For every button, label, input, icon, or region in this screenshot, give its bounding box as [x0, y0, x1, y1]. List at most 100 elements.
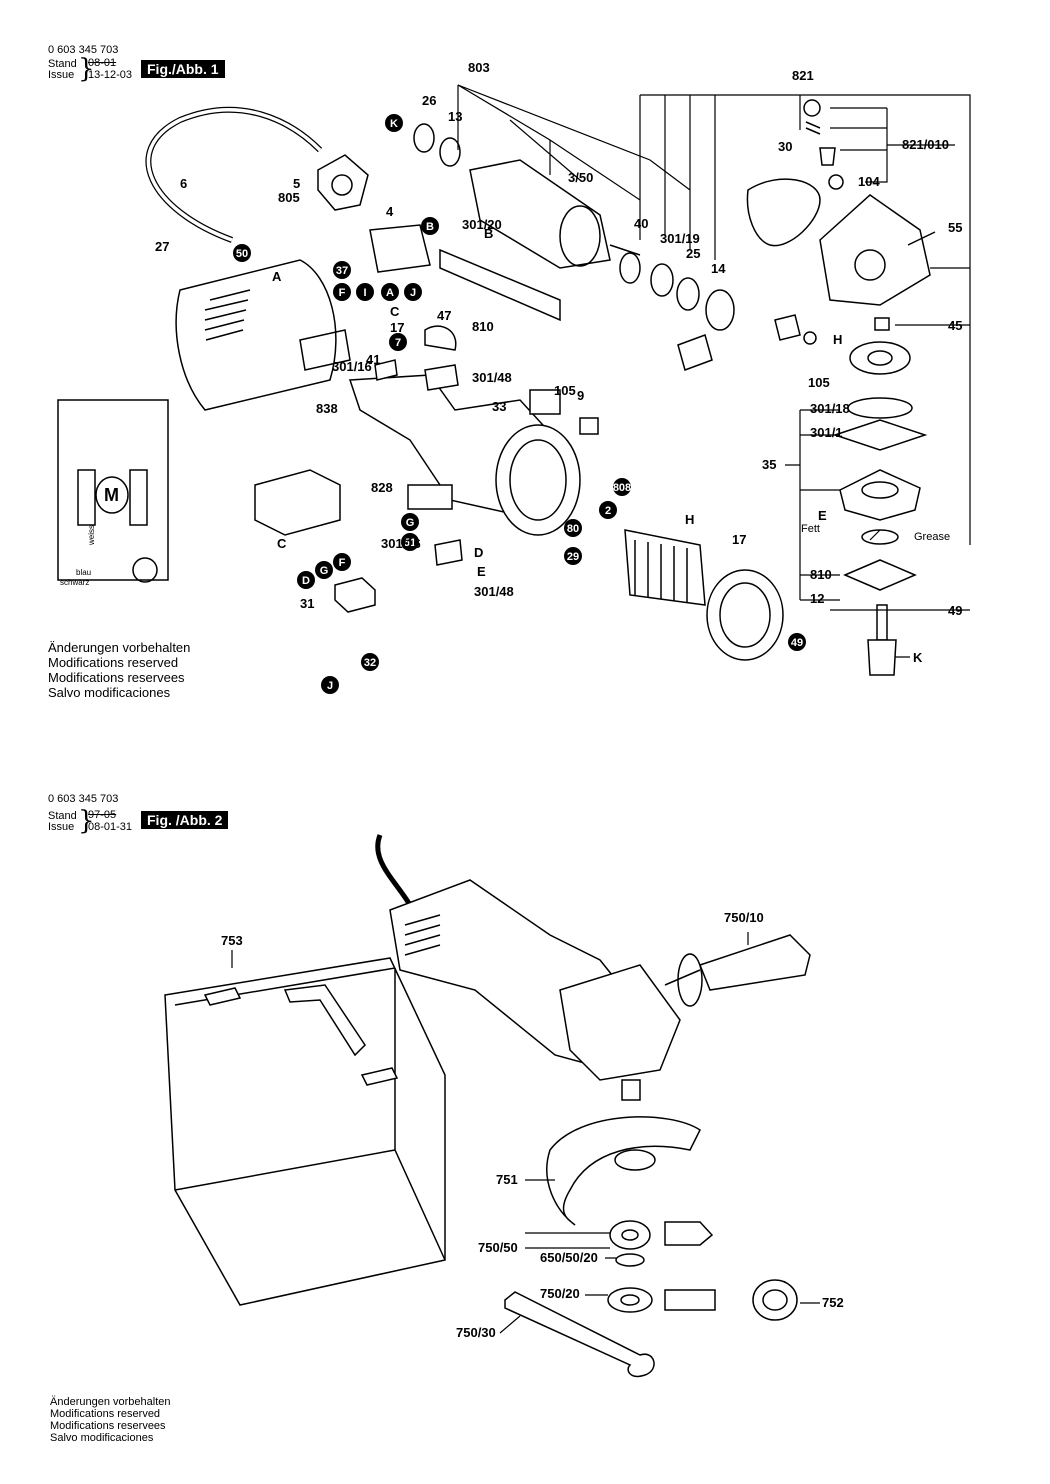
- washer-80: [861, 529, 899, 545]
- brace-fig2: }: [78, 806, 95, 836]
- plug-icon: [317, 154, 369, 211]
- stand-label-fig1: Stand: [48, 58, 77, 70]
- part-number-label: 301/16: [332, 359, 372, 374]
- connector-marker-label: B: [426, 221, 434, 233]
- bearing-14: [676, 277, 700, 311]
- connector-marker-label: 32: [364, 657, 376, 669]
- part-number-label: A: [272, 269, 282, 284]
- switch-part: [369, 224, 431, 273]
- connector-marker-label: 37: [336, 265, 348, 277]
- connector-marker-circle: [381, 283, 399, 301]
- label-808: [407, 484, 453, 510]
- wiring-schematic: [57, 399, 169, 581]
- part-number-label: 753: [221, 933, 243, 948]
- connector-marker-circle: [333, 553, 351, 571]
- clamping-nut: [607, 1287, 653, 1313]
- connector-marker-circle: [401, 533, 419, 551]
- quick-nut: [752, 1279, 798, 1321]
- part-number-label: 803: [468, 60, 490, 75]
- connector-marker-circle: [297, 571, 315, 589]
- stand-label-fig2: Stand: [48, 810, 77, 822]
- part-number-label: 6: [180, 176, 187, 191]
- stand-value-fig1: 08-01: [88, 57, 117, 69]
- part-number-label: 31: [300, 596, 314, 611]
- connector-marker-label: 7: [395, 337, 401, 349]
- part-number-label: H: [833, 332, 842, 347]
- wire-color-label: weiss: [87, 525, 96, 546]
- seal-33: [847, 397, 913, 419]
- fig-tag-2: Fig. /Abb. 2: [141, 811, 229, 829]
- connector-marker-circle: [404, 283, 422, 301]
- modification-notes-fig2: Änderungen vorbehalten Modifications res…: [50, 1396, 170, 1444]
- filter-part: [677, 334, 713, 371]
- doc-number-fig1: 0 603 345 703: [48, 44, 119, 56]
- part-number-label: 9: [577, 388, 584, 403]
- fig2-labels: 753750/10751750/50650/50/20750/20752750/…: [221, 910, 844, 1340]
- bearing-13: [439, 137, 461, 167]
- issue-label-fig2: Issue: [48, 821, 75, 833]
- part-number-label: 301/20: [462, 217, 502, 232]
- connector-marker-label: A: [386, 287, 394, 299]
- connector-marker-label: G: [320, 565, 329, 577]
- part-number-label: 751: [496, 1172, 518, 1187]
- flange-828: [839, 469, 921, 521]
- part-number-label: 55: [948, 220, 962, 235]
- part-number-label: 105: [554, 383, 576, 398]
- doc-number-fig2: 0 603 345 703: [48, 793, 119, 805]
- part-number-label: 13: [448, 109, 462, 124]
- part-number-label: 25: [686, 246, 700, 261]
- note-line: Salvo modificaciones: [48, 685, 171, 700]
- part-number-label: B: [484, 226, 493, 241]
- part-number-label: 301/18: [810, 401, 850, 416]
- electronic-part: [254, 469, 341, 536]
- ring-40: [619, 252, 641, 284]
- o-ring: [615, 1253, 645, 1267]
- part-number-label: 33: [492, 399, 506, 414]
- note-line: Änderungen vorbehalten: [50, 1396, 171, 1408]
- issue-label-fig1: Issue: [48, 69, 75, 81]
- wire-color-label: blau: [76, 568, 91, 577]
- connector-marker-label: F: [339, 557, 346, 569]
- part-number-label: 3/50: [568, 170, 593, 185]
- part-number-label: E: [477, 564, 486, 579]
- part-number-label: H: [685, 512, 694, 527]
- part-number-label: 104: [858, 174, 880, 189]
- note-line: Modifications reserved: [50, 1408, 161, 1420]
- connector-marker-circle: [361, 653, 379, 671]
- carrying-case: [164, 957, 446, 1306]
- issue-value-fig2: 08-01-31: [88, 821, 133, 833]
- auxiliary-handle: [699, 934, 811, 991]
- field-coil-part: [624, 529, 706, 606]
- part-number-label: 4: [386, 204, 394, 219]
- connector-marker-label: J: [327, 680, 333, 692]
- part-number-label: 828: [371, 480, 393, 495]
- part-number-label: 26: [422, 93, 436, 108]
- part-number-label: 821/010: [902, 137, 949, 152]
- pin-spanner: [504, 1291, 655, 1377]
- part-number-label: Fett: [801, 523, 820, 535]
- part-number-label: 750/30: [456, 1325, 496, 1340]
- connector-marker-circle: [788, 633, 806, 651]
- label-9: [529, 389, 561, 415]
- stand-value-fig2: 97-05: [88, 809, 117, 821]
- part-number-label: C: [277, 536, 287, 551]
- gear-head-part: [819, 194, 931, 306]
- flange-37: [705, 289, 735, 331]
- connector-marker-label: F: [339, 287, 346, 299]
- connector-marker-circle: [315, 561, 333, 579]
- part-number-label: 14: [711, 261, 726, 276]
- bearing-26: [413, 123, 435, 153]
- bevel-gear-part: [849, 341, 911, 375]
- part-number-label: D: [474, 545, 483, 560]
- connector-marker-circle: [321, 676, 339, 694]
- part-number-label: 27: [155, 239, 169, 254]
- connector-marker-circle: [333, 261, 351, 279]
- part-number-label: 805: [278, 190, 300, 205]
- connector-marker-label: K: [390, 118, 398, 130]
- note-line: Modifications reservees: [50, 1420, 166, 1432]
- case-handle: [283, 984, 366, 1057]
- connector-marker-circle: [599, 501, 617, 519]
- connector-marker-label: 80: [567, 523, 579, 535]
- part-number-label: 17: [732, 532, 746, 547]
- part-number-label: 752: [822, 1295, 844, 1310]
